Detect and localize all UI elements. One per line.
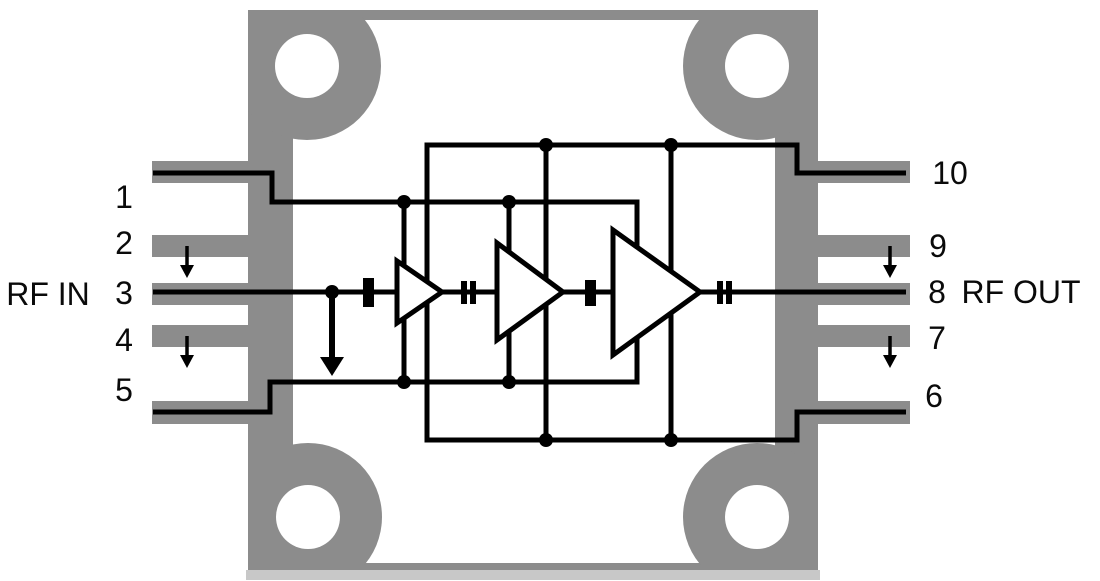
amplifier-stage-2 — [494, 238, 568, 345]
pin-label-9: 9 — [929, 228, 947, 264]
mounting-hole-top-left — [275, 34, 339, 98]
pin-label-2: 2 — [115, 225, 133, 261]
coupling-capacitor-2 — [461, 281, 476, 304]
ground-arrow-icon — [320, 292, 344, 376]
coupling-capacitor-4 — [717, 281, 732, 304]
rf-out-label: RF OUT — [961, 274, 1081, 310]
pin-label-3: 3 — [115, 275, 133, 311]
pin-2-lead — [152, 235, 248, 257]
junction-dot — [664, 138, 678, 152]
mounting-hole-bottom-right — [725, 485, 789, 549]
junction-dot — [502, 195, 516, 209]
coupling-capacitor-1 — [363, 278, 374, 307]
pin-label-8: 8 — [928, 274, 946, 310]
package-base — [246, 570, 820, 580]
pin-2-ground-arrow-icon — [180, 246, 194, 278]
pin-4-lead — [152, 325, 248, 347]
pin-7-ground-arrow-icon — [883, 336, 897, 368]
pin-label-7: 7 — [928, 320, 946, 356]
junction-dot — [397, 195, 411, 209]
pin-label-6: 6 — [925, 378, 943, 414]
pin-4-ground-arrow-icon — [180, 336, 194, 368]
pin-7-lead — [818, 325, 910, 347]
pin-label-5: 5 — [115, 372, 133, 408]
amplifier-stage-1 — [394, 256, 447, 328]
rf-in-label: RF IN — [6, 276, 90, 312]
junction-dot — [539, 138, 553, 152]
pin-9-ground-arrow-icon — [883, 246, 897, 278]
mounting-hole-bottom-left — [276, 485, 340, 549]
pin-9-lead — [818, 235, 910, 257]
junction-dot — [397, 375, 411, 389]
junction-dot — [539, 433, 553, 447]
pin-label-1: 1 — [115, 179, 133, 215]
pin-label-10: 10 — [932, 155, 968, 191]
amplifier-stage-3 — [610, 225, 705, 360]
pin-label-4: 4 — [115, 322, 133, 358]
mounting-hole-top-right — [725, 34, 789, 98]
junction-dot — [664, 433, 678, 447]
junction-dot — [502, 375, 516, 389]
coupling-capacitor-3 — [585, 280, 596, 306]
